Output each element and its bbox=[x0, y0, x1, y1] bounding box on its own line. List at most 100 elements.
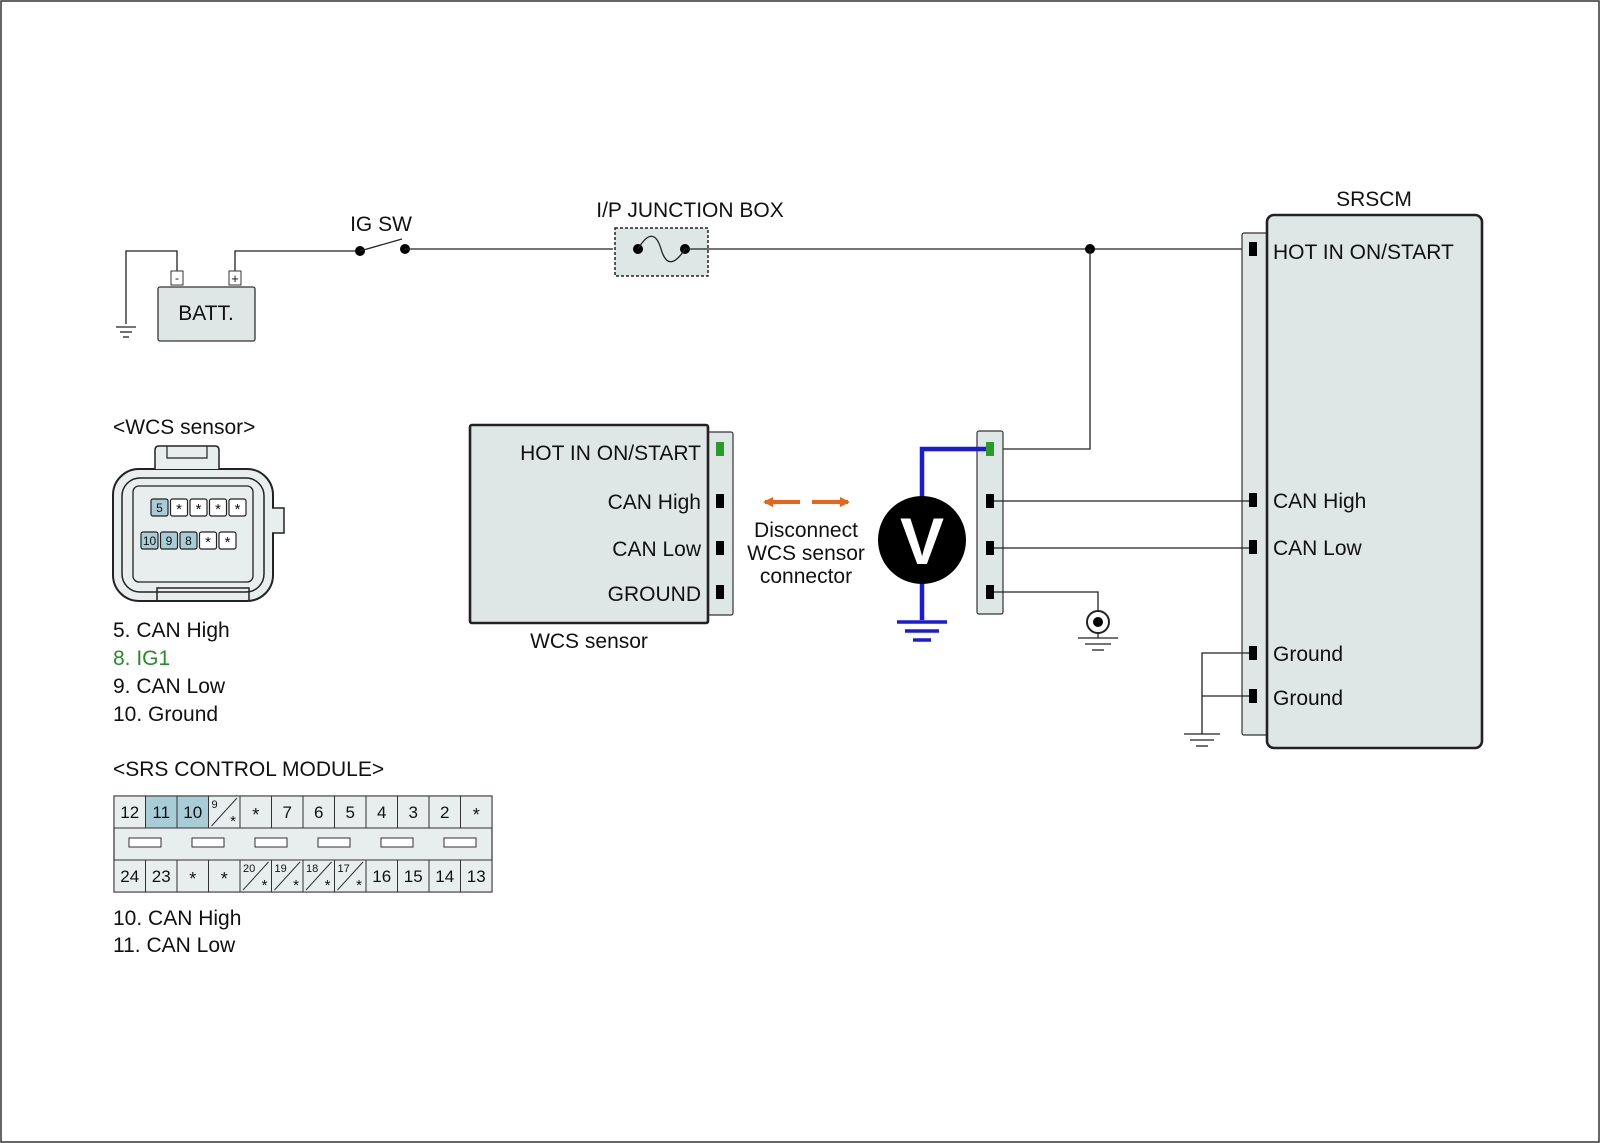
note-line-3: connector bbox=[760, 565, 852, 588]
ground-symbol-battery bbox=[116, 326, 136, 338]
wcs-pin-label: * bbox=[205, 534, 211, 551]
srs-slot bbox=[443, 837, 477, 848]
wcs-legend-item: 8. IG1 bbox=[113, 647, 170, 670]
wcs-pin-cell bbox=[218, 531, 237, 550]
srs-pin-label: 13 bbox=[467, 867, 486, 886]
wcs-pin-label: * bbox=[215, 501, 221, 518]
srs-pin-label: 14 bbox=[435, 867, 454, 886]
srs-pin-number: 20 bbox=[243, 863, 255, 875]
note-line-1: Disconnect bbox=[754, 519, 858, 542]
srs-pin-label: 16 bbox=[372, 867, 391, 886]
battery-pos-label: + bbox=[231, 271, 239, 286]
wcs-ig1-pin bbox=[716, 442, 724, 456]
wcs-pin-cell bbox=[189, 498, 208, 517]
srscm-pin-ground-2: Ground bbox=[1273, 687, 1343, 710]
wcs-pin-label: 9 bbox=[166, 534, 173, 548]
srs-pin-cell bbox=[302, 795, 335, 829]
chassis-ground-icon bbox=[1078, 610, 1118, 651]
harness-connector bbox=[976, 430, 1004, 615]
srscm-pin-can-high: CAN High bbox=[1273, 490, 1366, 513]
srs-pin-cell bbox=[334, 795, 367, 829]
srs-slot bbox=[128, 837, 162, 848]
hot-branch-wire bbox=[990, 249, 1091, 450]
srs-pin-cell bbox=[176, 795, 209, 829]
wcs-pin-cell bbox=[150, 498, 169, 517]
wcs-pin-cell bbox=[228, 498, 247, 517]
srs-pin-number: 17 bbox=[338, 863, 350, 875]
wcs-pin-label: * bbox=[176, 501, 182, 518]
srs-legend-item: 11. CAN Low bbox=[113, 934, 236, 957]
wcs-sensor-module: HOT IN ON/START CAN High CAN Low GROUND … bbox=[468, 423, 734, 653]
voltmeter: V bbox=[878, 446, 986, 642]
wcs-pin-cell bbox=[159, 531, 179, 550]
battery-neg-label: - bbox=[175, 271, 179, 285]
battery: - + BATT. bbox=[125, 250, 355, 342]
srs-pin-number: 18 bbox=[306, 863, 318, 875]
wcs-pin-label: * bbox=[235, 501, 241, 518]
srs-pin-label: 4 bbox=[377, 803, 386, 822]
wcs-connector-title: <WCS sensor> bbox=[113, 416, 255, 439]
srs-pin-label: 11 bbox=[152, 803, 170, 822]
srs-pin-star: * bbox=[356, 877, 362, 894]
wcs-pin-label: 10 bbox=[143, 534, 157, 548]
srs-pin-cell bbox=[113, 795, 146, 829]
srs-pin-label: 10 bbox=[183, 803, 202, 822]
srs-pin-cell bbox=[397, 859, 430, 893]
srs-pin-label: 5 bbox=[346, 803, 355, 822]
srs-pin-label: 12 bbox=[120, 803, 139, 822]
wcs-pin-cell bbox=[169, 498, 189, 517]
srs-pin-cell bbox=[271, 795, 304, 829]
wcs-sensor-caption: WCS sensor bbox=[530, 630, 648, 653]
srs-pin-label: 23 bbox=[152, 867, 171, 886]
srs-connector-title: <SRS CONTROL MODULE> bbox=[113, 758, 384, 781]
srs-pin-cell bbox=[208, 859, 241, 893]
wcs-pin-label: * bbox=[225, 534, 231, 551]
srscm-title: SRSCM bbox=[1336, 188, 1412, 211]
voltmeter-symbol: V bbox=[900, 504, 944, 578]
wcs-connector-legend: 5. CAN High 8. IG1 9. CAN Low 10. Ground bbox=[113, 619, 230, 726]
srs-pin-label: 24 bbox=[120, 867, 139, 886]
srs-slot bbox=[317, 837, 351, 848]
wcs-pin-cell bbox=[208, 498, 228, 517]
ground-wire bbox=[994, 591, 1099, 612]
srs-pin-label: * bbox=[189, 869, 196, 889]
wcs-pin-label: 5 bbox=[156, 501, 163, 515]
wcs-pin-ground: GROUND bbox=[608, 583, 701, 606]
wcs-legend-item: 10. Ground bbox=[113, 703, 218, 726]
srs-pin-label: 3 bbox=[409, 803, 418, 822]
ig-switch-label: IG SW bbox=[350, 213, 412, 236]
junction-box: I/P JUNCTION BOX bbox=[596, 199, 784, 277]
srs-pin-star: * bbox=[262, 877, 268, 894]
srscm-ground-wiring bbox=[1184, 652, 1249, 747]
srs-pin-label: * bbox=[221, 869, 228, 889]
ig-switch: IG SW bbox=[350, 213, 613, 256]
wcs-legend-item: 5. CAN High bbox=[113, 619, 230, 642]
srs-pin-label: * bbox=[473, 805, 480, 825]
srs-slot bbox=[254, 837, 288, 848]
srs-pin-label: 6 bbox=[314, 803, 323, 822]
srs-pin-star: * bbox=[325, 877, 331, 894]
wcs-pin-label: 8 bbox=[185, 534, 192, 548]
wcs-pin-label: * bbox=[196, 501, 202, 518]
srscm-pin-hot: HOT IN ON/START bbox=[1273, 241, 1454, 264]
srscm-module: SRSCM HOT IN ON/START CAN High CAN Low G… bbox=[1241, 188, 1484, 750]
srs-pin-label: 7 bbox=[283, 803, 292, 822]
srs-slot bbox=[191, 837, 225, 848]
wcs-legend-item: 9. CAN Low bbox=[113, 675, 226, 698]
srs-pin-cell bbox=[460, 795, 493, 829]
wcs-pin-cell bbox=[198, 531, 218, 550]
srs-pin-number: 9 bbox=[212, 799, 218, 811]
srs-pin-star: * bbox=[293, 877, 299, 894]
junction-box-label: I/P JUNCTION BOX bbox=[596, 199, 783, 222]
srscm-pin-ground-1: Ground bbox=[1273, 643, 1343, 666]
srs-pin-cell bbox=[460, 859, 493, 893]
srs-pin-star: * bbox=[230, 813, 236, 830]
srs-pin-number: 19 bbox=[275, 863, 287, 875]
wcs-pin-cell bbox=[140, 531, 159, 550]
srscm-pin-can-low: CAN Low bbox=[1273, 537, 1363, 560]
